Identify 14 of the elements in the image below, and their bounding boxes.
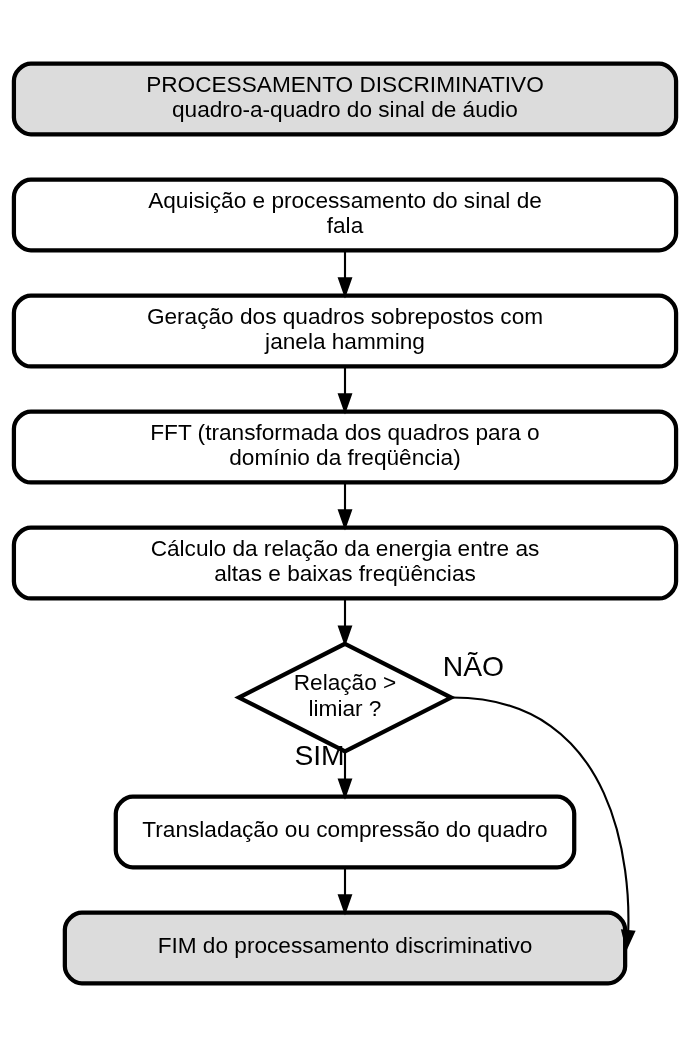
node-box: FIM do processamento discriminativo <box>62 910 628 986</box>
node-box: Cálculo da relação da energia entre as altas e baixas freqüências <box>11 525 679 601</box>
arrow <box>337 482 353 531</box>
node-box: PROCESSAMENTO DISCRIMINATIVO quadro-a-quadro do sinal de áudio <box>11 61 679 137</box>
arrow <box>337 599 353 647</box>
arrow <box>452 696 636 952</box>
arrow <box>337 366 353 415</box>
node-box: Geração dos quadros sobrepostos com janela hamming <box>11 293 679 369</box>
node-box: Aquisição e processamento do sinal de fala <box>11 177 679 253</box>
node-box: Transladação ou compressão do quadro <box>113 794 577 870</box>
arrow <box>337 250 353 299</box>
node-box: FFT (transformada dos quadros para o domínio da freqüência) <box>11 409 679 485</box>
arrow <box>337 751 353 800</box>
arrow <box>337 867 353 916</box>
